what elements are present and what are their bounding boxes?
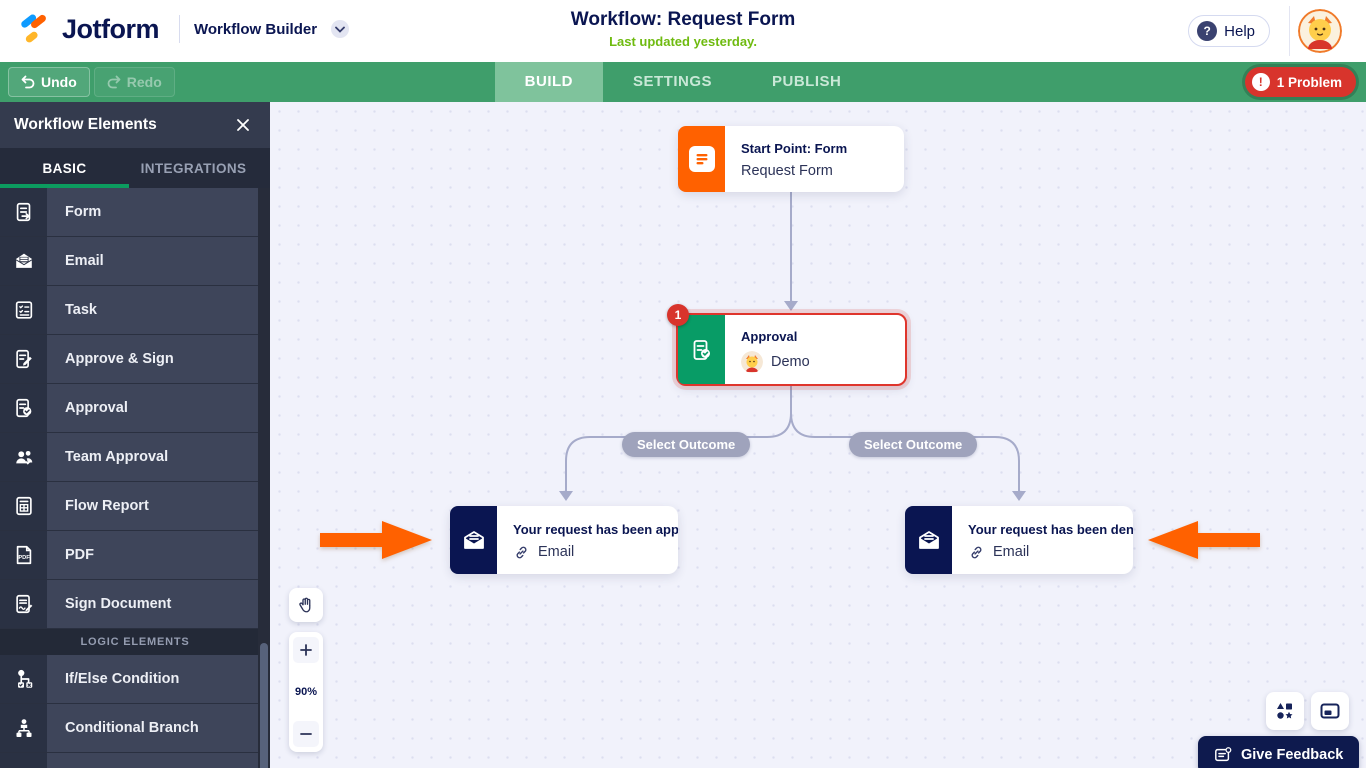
workflow-connectors	[559, 192, 1026, 501]
email-node-icon	[450, 506, 497, 574]
redo-button[interactable]: Redo	[93, 67, 175, 97]
element-item-form[interactable]: Form	[0, 188, 270, 237]
pointer-arrow-right-icon	[320, 521, 432, 559]
select-outcome-badge-left[interactable]: Select Outcome	[622, 432, 751, 457]
minus-icon	[300, 733, 312, 735]
assignee-avatar	[741, 350, 763, 373]
element-item-partial	[0, 753, 270, 768]
conditional-branch-icon	[0, 704, 47, 752]
start-form-icon	[678, 126, 725, 192]
approve-sign-icon	[0, 335, 47, 383]
elements-shortcut-button[interactable]	[1266, 692, 1304, 730]
panel-tabs: BASIC INTEGRATIONS	[0, 148, 270, 188]
feedback-icon	[1215, 747, 1232, 762]
node-subtitle: Request Form	[741, 163, 833, 179]
jotform-logo-icon[interactable]	[16, 11, 52, 47]
zoom-out-button[interactable]	[293, 721, 319, 747]
pointer-arrow-left-icon	[1148, 521, 1260, 559]
if-else-icon	[0, 655, 47, 703]
select-outcome-badge-right[interactable]: Select Outcome	[849, 432, 978, 457]
tab-integrations[interactable]: INTEGRATIONS	[140, 160, 247, 176]
node-email-approved[interactable]: Your request has been appro... Email	[450, 506, 678, 574]
close-icon[interactable]	[230, 112, 256, 138]
node-title: Start Point: Form	[741, 141, 848, 156]
plus-icon	[300, 644, 312, 656]
user-avatar[interactable]	[1298, 9, 1342, 53]
tab-settings[interactable]: SETTINGS	[632, 73, 712, 90]
app-header: Jotform Workflow Builder Workflow: Reque…	[0, 0, 1366, 62]
undo-button[interactable]: Undo	[8, 67, 90, 97]
element-item-email[interactable]: Email	[0, 237, 270, 286]
team-approval-icon	[0, 433, 47, 481]
zoom-level-value: 90%	[294, 686, 318, 698]
element-item-flow-report[interactable]: Flow Report	[0, 482, 270, 531]
problem-badge[interactable]: ! 1 Problem	[1244, 67, 1356, 97]
email-node-icon	[905, 506, 952, 574]
zoom-controls: 90%	[289, 632, 323, 752]
give-feedback-button[interactable]: Give Feedback	[1198, 736, 1360, 768]
tab-publish[interactable]: PUBLISH	[772, 73, 842, 90]
email-icon	[0, 237, 47, 285]
sidebar-scrollbar-track[interactable]	[258, 188, 270, 768]
node-approval[interactable]: 1 Approval Demo	[667, 304, 907, 386]
header-divider	[179, 15, 180, 43]
minimap-toggle-button[interactable]	[1311, 692, 1349, 730]
element-item-team-approval[interactable]: Team Approval	[0, 433, 270, 482]
element-item-if-else[interactable]: If/Else Condition	[0, 655, 270, 704]
flow-report-icon	[0, 482, 47, 530]
product-name[interactable]: Workflow Builder	[194, 20, 318, 38]
element-item-conditional-branch[interactable]: Conditional Branch	[0, 704, 270, 753]
node-title: Approval	[741, 328, 798, 344]
hand-icon	[299, 597, 311, 613]
question-icon: ?	[1197, 21, 1218, 41]
node-title: Your request has been appro...	[513, 521, 678, 537]
tab-build[interactable]: BUILD	[494, 62, 603, 102]
redo-icon	[107, 75, 121, 89]
workflow-elements-panel: Workflow Elements BASIC INTEGRATIONS For…	[0, 102, 270, 768]
product-chevron-down-icon[interactable]	[331, 20, 350, 38]
approval-icon	[0, 384, 47, 432]
link-icon	[513, 544, 530, 561]
logic-elements-section-label: LOGIC ELEMENTS	[0, 629, 270, 655]
header-divider	[1289, 6, 1290, 56]
header-title-block: Workflow: Request Form Last updated yest…	[0, 9, 1366, 49]
undo-icon	[21, 75, 35, 89]
jotform-wordmark[interactable]: Jotform	[62, 13, 160, 44]
panel-header: Workflow Elements	[0, 102, 270, 148]
pdf-icon: PDF	[0, 531, 47, 579]
page-title: Workflow: Request Form	[570, 9, 796, 30]
assignee-name: Demo	[771, 353, 810, 370]
minimap-icon	[1320, 703, 1340, 719]
node-type-label: Email	[993, 544, 1030, 560]
task-icon	[0, 286, 47, 334]
shapes-icon	[1277, 703, 1293, 719]
last-updated-text: Last updated yesterday.	[609, 34, 757, 49]
error-count-badge[interactable]: 1	[667, 304, 689, 326]
node-type-label: Email	[538, 544, 575, 560]
node-email-denied[interactable]: Your request has been denied. Email	[905, 506, 1133, 574]
node-title: Your request has been denied.	[968, 521, 1133, 537]
approval-node-icon	[678, 315, 725, 384]
pan-tool-button[interactable]	[289, 588, 323, 622]
sign-document-icon	[0, 580, 47, 628]
help-button[interactable]: ? Help	[1188, 15, 1270, 47]
sidebar-scrollbar-thumb[interactable]	[260, 643, 268, 768]
svg-text:PDF: PDF	[18, 555, 30, 561]
builder-toolbar: Undo Redo BUILD SETTINGS PUBLISH ! 1 Pro…	[0, 62, 1366, 102]
panel-title: Workflow Elements	[14, 116, 157, 133]
element-item-approve-sign[interactable]: Approve & Sign	[0, 335, 270, 384]
zoom-in-button[interactable]	[293, 637, 319, 663]
exclamation-icon: !	[1251, 73, 1270, 91]
builder-tabs: BUILD SETTINGS PUBLISH	[0, 62, 1366, 102]
link-icon	[968, 544, 985, 561]
element-item-approval[interactable]: Approval	[0, 384, 270, 433]
workflow-canvas[interactable]: Start Point: Form Request Form 1 Approva…	[270, 102, 1366, 768]
element-item-sign-document[interactable]: Sign Document	[0, 580, 270, 629]
element-item-pdf[interactable]: PDF PDF	[0, 531, 270, 580]
element-item-task[interactable]: Task	[0, 286, 270, 335]
tab-basic[interactable]: BASIC	[0, 148, 129, 188]
node-start-point[interactable]: Start Point: Form Request Form	[678, 126, 904, 192]
form-icon	[0, 188, 47, 236]
